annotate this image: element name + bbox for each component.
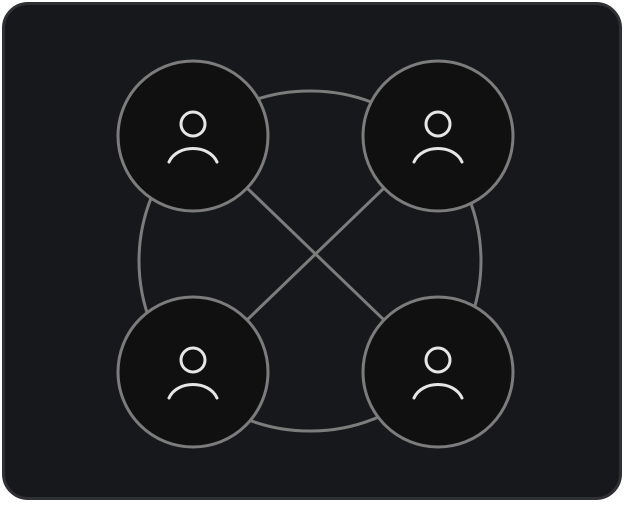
node-top-left xyxy=(116,59,270,213)
node-bottom-left xyxy=(116,295,270,449)
user-icon xyxy=(167,110,219,164)
node-top-right xyxy=(361,59,515,213)
user-icon xyxy=(412,110,464,164)
node-bottom-right xyxy=(361,295,515,449)
user-icon xyxy=(412,346,464,400)
user-icon xyxy=(167,346,219,400)
connection-ring xyxy=(137,89,483,433)
